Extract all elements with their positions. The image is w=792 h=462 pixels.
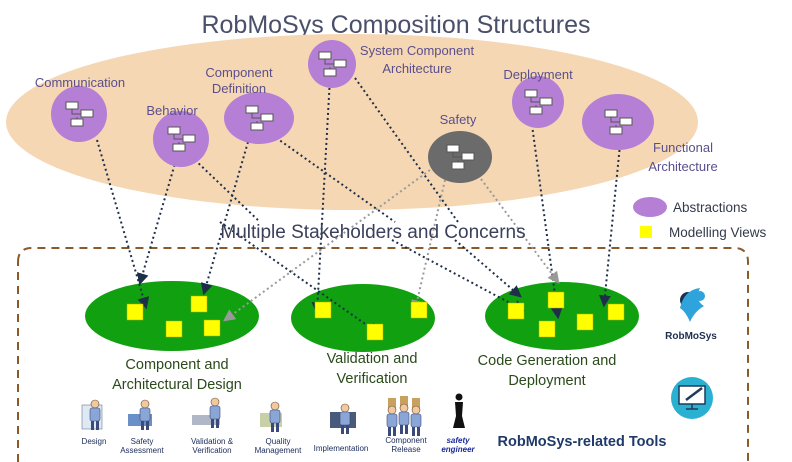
label-functional-2: Architecture <box>648 159 717 174</box>
label-functional-1: Functional <box>653 140 713 155</box>
abstraction-deployment <box>512 76 564 128</box>
label-component-definition-1: Component <box>205 65 273 80</box>
group-label-codegen-1: Code Generation and <box>478 353 617 369</box>
role-design: Design <box>82 399 107 446</box>
role-validation: Validation & Verification <box>191 397 234 455</box>
svg-text:Component: Component <box>385 436 427 445</box>
role-implementation: Implementation <box>314 403 369 453</box>
tools-dashed-box <box>17 247 749 462</box>
group-label-codegen-2: Deployment <box>508 373 585 389</box>
abstraction-behavior <box>153 111 209 167</box>
label-communication: Communication <box>35 75 125 90</box>
group-label-validation-2: Verification <box>337 371 408 387</box>
abstraction-functional-architecture <box>582 94 654 150</box>
svg-text:Design: Design <box>82 437 107 446</box>
svg-text:Release: Release <box>391 445 421 454</box>
legend-abstractions: Abstractions <box>673 200 748 215</box>
svg-text:Implementation: Implementation <box>314 444 369 453</box>
logo-text: RobMoSys <box>665 331 717 342</box>
abstraction-safety <box>428 131 492 183</box>
label-behavior: Behavior <box>146 103 198 118</box>
label-system-component-1: System Component <box>360 43 475 58</box>
label-safety: Safety <box>440 112 477 127</box>
stakeholders-label: Multiple Stakeholders and Concerns <box>220 222 525 243</box>
tools-icon <box>671 377 713 419</box>
abstraction-component-definition <box>224 92 294 144</box>
svg-text:Quality: Quality <box>266 437 291 446</box>
group-label-component-1: Component and <box>125 357 228 373</box>
robmosys-logo: RobMoSys <box>665 288 717 342</box>
legend-abstraction-swatch <box>633 197 667 217</box>
abstraction-system-component <box>308 40 356 88</box>
svg-text:Verification: Verification <box>192 446 231 455</box>
modelling-views <box>126 291 625 341</box>
diagram-title: RobMoSys Composition Structures <box>201 11 590 39</box>
group-validation <box>291 284 435 352</box>
group-label-validation-1: Validation and <box>327 351 418 367</box>
svg-text:Safety: Safety <box>131 437 154 446</box>
legend-modelling-views: Modelling Views <box>669 225 767 240</box>
safety-links <box>223 169 560 322</box>
role-component-release: Component Release <box>385 396 427 454</box>
label-system-component-2: Architecture <box>382 61 451 76</box>
svg-text:engineer: engineer <box>441 445 475 454</box>
group-label-component-2: Architectural Design <box>112 377 242 393</box>
legend-view-swatch <box>640 226 652 238</box>
group-component-design <box>85 281 259 351</box>
svg-text:safety: safety <box>446 436 470 445</box>
abstraction-communication <box>51 86 107 142</box>
label-deployment: Deployment <box>503 67 573 82</box>
role-safety-engineer: safety engineer <box>441 393 476 454</box>
role-quality-management: Quality Management <box>255 401 302 455</box>
tools-label: RobMoSys-related Tools <box>498 434 667 450</box>
role-safety-assessment: Safety Assessment <box>120 399 165 455</box>
svg-text:Validation &: Validation & <box>191 437 234 446</box>
svg-text:Management: Management <box>255 446 302 455</box>
abstraction-to-view-links <box>96 77 621 335</box>
svg-text:Assessment: Assessment <box>120 446 164 455</box>
label-component-definition-2: Definition <box>212 81 266 96</box>
